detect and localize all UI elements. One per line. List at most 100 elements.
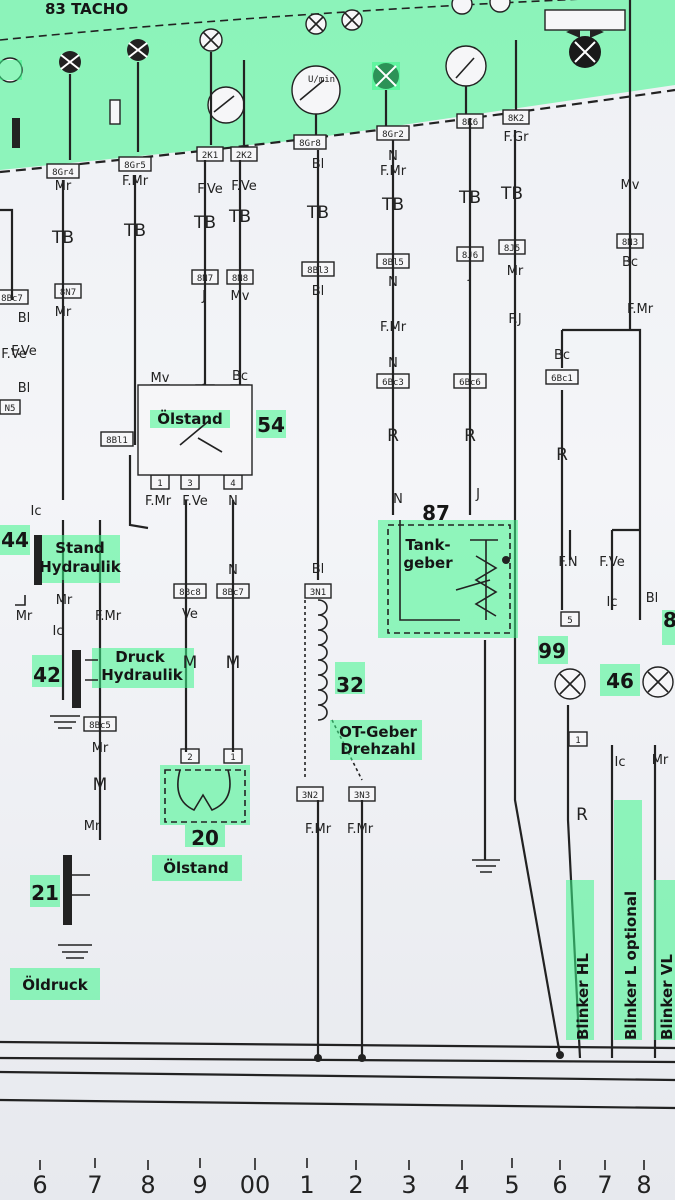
column-number: 4	[454, 1171, 469, 1199]
lamp-icon	[59, 51, 81, 73]
note-blinker-l-optional: Blinker L optional	[622, 891, 640, 1040]
lamp-icon	[489, 0, 511, 13]
connector-label: 8Gr5	[124, 161, 146, 171]
connector-tag: 2	[180, 748, 200, 764]
connector-tag: 1	[150, 474, 170, 490]
note-blinker-hl: Blinker HL	[574, 953, 592, 1040]
connector-label: 1	[157, 479, 162, 489]
oil-level-gauge-icon	[207, 86, 245, 124]
note-druck-hydraulik-2: Hydraulik	[101, 666, 184, 684]
component-number-21: 21	[31, 881, 59, 905]
connector-tag: 3	[180, 474, 200, 490]
wire-color-label: TB	[458, 188, 481, 208]
column-number: 5	[504, 1171, 519, 1199]
connector-label: 8Gr2	[382, 130, 404, 140]
lamp-99-icon	[538, 636, 586, 700]
wire-color-label: F.Ve	[197, 182, 222, 197]
connector-tag: 4	[223, 474, 243, 490]
wire-color-label: F.Mr	[380, 320, 407, 335]
wire-color-label: Ic	[615, 755, 626, 770]
component-number-46: 46	[606, 669, 634, 693]
wire-color-label: F.Mr	[95, 609, 122, 624]
connector-tag: 8Bc8	[173, 583, 207, 599]
wire-color-label: Mr	[56, 593, 73, 608]
wire-color-label: F.Ve	[231, 179, 256, 194]
connector-tag: 1	[568, 731, 588, 747]
wire-color-label: N	[393, 492, 403, 507]
column-number: 00	[240, 1171, 271, 1199]
note-blinker-vl: Blinker VL	[658, 954, 675, 1040]
connector-label: 3N2	[302, 791, 318, 801]
wire-color-label: N	[388, 356, 398, 371]
wire-color-label: F.Ve	[1, 347, 26, 362]
lamp-icon	[199, 28, 223, 52]
note-tank-geber-2: geber	[403, 554, 453, 572]
lamp-46-icon	[600, 664, 640, 696]
connector-label: 8Bl1	[106, 436, 128, 446]
wire-color-label: TB	[306, 203, 329, 223]
wire-color-label: Mr	[55, 179, 72, 194]
lamp-icon	[341, 9, 363, 31]
connector-tag: 8Gr8	[293, 134, 327, 150]
wire-color-label: Ve	[182, 607, 198, 622]
component-number-20: 20	[191, 826, 219, 850]
wire-color-label: Bc	[554, 348, 570, 363]
wire-color-label: M	[226, 653, 241, 673]
connector-tag: 8K2	[502, 109, 530, 125]
component-number-42: 42	[33, 663, 61, 687]
column-number: 7	[597, 1171, 612, 1199]
connector-tag: 3N1	[304, 583, 332, 599]
component-number-99: 99	[538, 639, 566, 663]
wire-color-label: F.Mr	[347, 822, 374, 837]
wire-color-label: M	[183, 653, 198, 673]
column-number: 9	[192, 1171, 207, 1199]
connector-tag: 2K2	[230, 146, 258, 162]
wire-color-label: Bl	[646, 591, 659, 606]
pressure-switch-42	[32, 648, 194, 729]
wire-color-label: TB	[228, 207, 251, 227]
top-instrument-strip: 83 TACHO U/min	[0, 0, 675, 174]
wire-color-label: Bl	[18, 311, 31, 326]
connector-label: 3N1	[310, 588, 326, 598]
column-number: 3	[401, 1171, 416, 1199]
wire-color-label: Bc	[622, 255, 638, 270]
tank-sender	[378, 520, 518, 638]
note-oelstand-sensor: Ölstand	[163, 858, 229, 877]
svg-text:U/min: U/min	[308, 75, 335, 85]
component-number-32: 32	[336, 673, 364, 697]
wire-color-label: F.Mr	[305, 822, 332, 837]
connector-tag: 8Gr5	[118, 156, 152, 172]
wire-lines	[0, 90, 657, 1059]
wire-color-label: TB	[381, 195, 404, 215]
wire-color-label: J	[467, 267, 472, 282]
note-oeldruck: Öldruck	[22, 975, 89, 994]
wire-color-label: F.Ve	[599, 555, 624, 570]
note-ot-geber-1: OT-Geber	[339, 723, 417, 741]
wire-color-label: Bl	[18, 381, 31, 396]
tacho-label: 83 TACHO	[45, 0, 128, 18]
column-number: 7	[87, 1171, 102, 1199]
tachometer-gauge-icon: U/min	[291, 65, 341, 115]
wire-color-label: Ic	[31, 504, 42, 519]
column-number: 1	[299, 1171, 314, 1199]
note-stand-hydraulik-1: Stand	[55, 539, 105, 557]
wire-color-label: Bc	[232, 369, 248, 384]
connector-label: 6Bc1	[551, 374, 573, 384]
connector-tag: 3N3	[348, 786, 376, 802]
connector-label: 2K2	[236, 151, 252, 161]
connector-label: 5	[567, 616, 572, 626]
connector-tag: 5	[560, 611, 580, 627]
wire-color-label: Bl	[312, 284, 325, 299]
component-number-44: 44	[1, 528, 29, 552]
oil-level-module	[137, 384, 286, 476]
wire-color-label: Bl	[312, 562, 325, 577]
connector-label: 2	[187, 753, 192, 763]
wire-color-label: F.J	[508, 312, 521, 327]
column-ruler	[39, 1158, 645, 1170]
connector-label: 3	[187, 479, 192, 489]
wire-color-label: J	[201, 289, 206, 304]
column-number: 6	[32, 1171, 47, 1199]
connector-label: 8Bc8	[179, 588, 201, 598]
connector-label: 4	[230, 479, 235, 489]
